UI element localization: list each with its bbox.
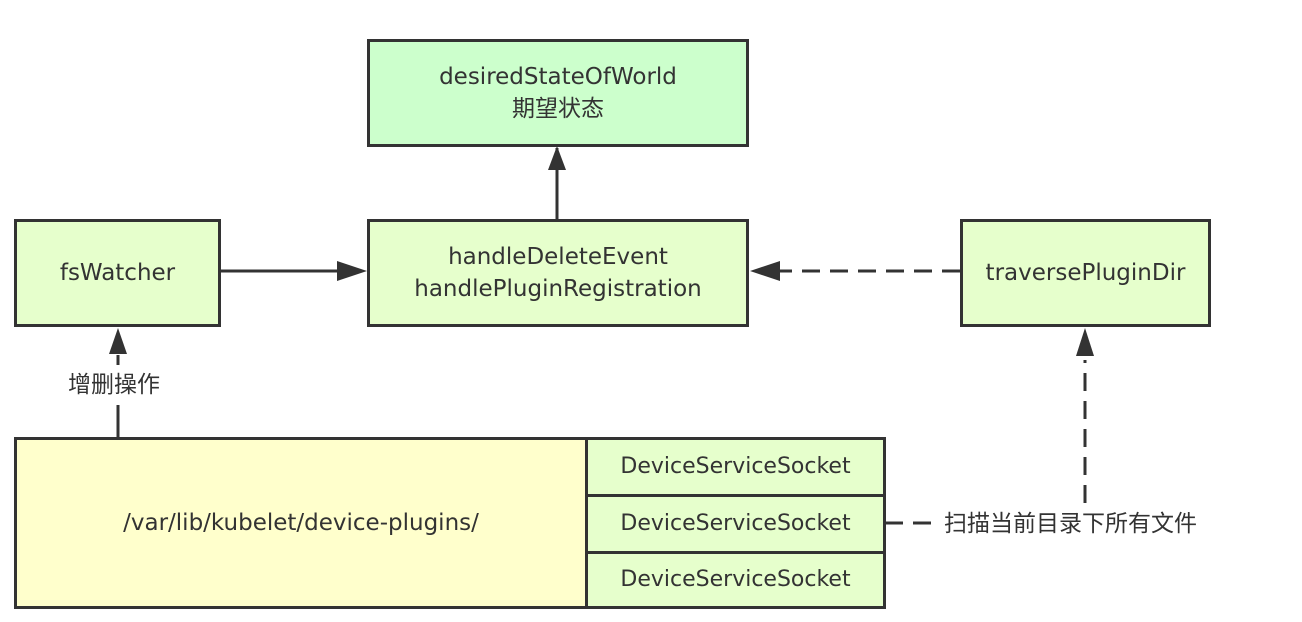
device-service-socket-2: DeviceServiceSocket <box>585 494 886 554</box>
handle-delete-event-label: handleDeleteEvent <box>448 244 668 270</box>
arrowhead-up-traverse <box>1076 328 1094 356</box>
device-plugins-dir-label: /var/lib/kubelet/device-plugins/ <box>123 510 479 536</box>
add-delete-edge-label: 增删操作 <box>68 370 160 400</box>
arrowhead-right-handlers <box>337 261 367 281</box>
device-plugins-dir-node: /var/lib/kubelet/device-plugins/ <box>14 437 588 609</box>
socket-label: DeviceServiceSocket <box>620 567 851 592</box>
desired-state-subtitle: 期望状态 <box>512 96 604 122</box>
event-handlers-node: handleDeleteEvent handlePluginRegistrati… <box>367 219 749 327</box>
scan-edge-label: 扫描当前目录下所有文件 <box>944 509 1197 539</box>
arrowhead-left-handlers <box>750 261 780 281</box>
device-service-socket-3: DeviceServiceSocket <box>585 551 886 609</box>
device-service-socket-1: DeviceServiceSocket <box>585 437 886 497</box>
traverse-plugin-dir-node: traversePluginDir <box>960 219 1211 327</box>
fswatcher-label: fsWatcher <box>59 260 176 286</box>
socket-label: DeviceServiceSocket <box>620 454 851 479</box>
fswatcher-node: fsWatcher <box>14 219 221 327</box>
desired-state-title: desiredStateOfWorld <box>439 64 677 90</box>
desired-state-of-world-node: desiredStateOfWorld 期望状态 <box>367 39 749 147</box>
arrowhead-up-fswatcher <box>109 328 127 354</box>
socket-label: DeviceServiceSocket <box>620 511 851 536</box>
arrowhead-up-desired-state <box>548 146 566 170</box>
traverse-plugin-dir-label: traversePluginDir <box>985 260 1186 286</box>
handle-plugin-registration-label: handlePluginRegistration <box>414 276 702 302</box>
